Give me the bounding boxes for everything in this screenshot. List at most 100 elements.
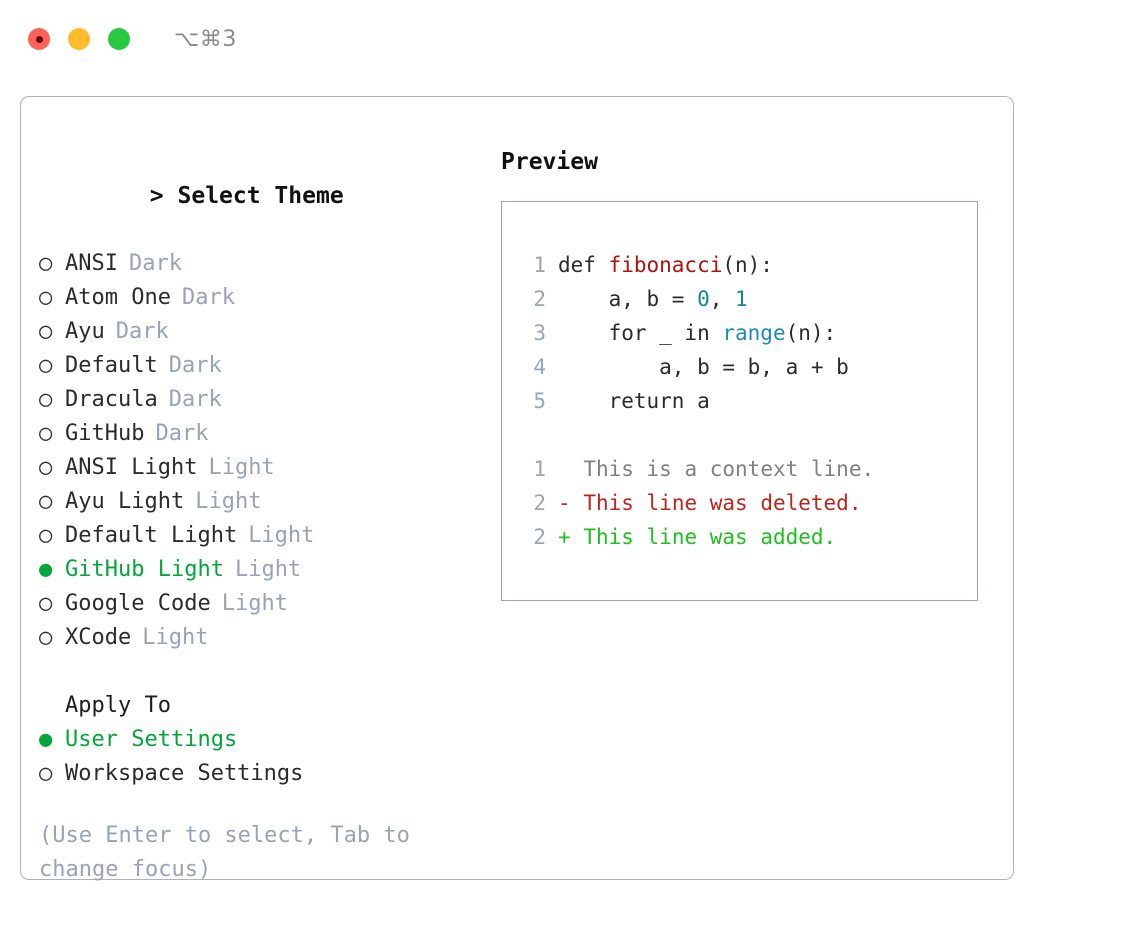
radio-selected-icon[interactable]: ● [39, 557, 53, 582]
theme-list-item[interactable]: ○ Atom One Dark [39, 281, 499, 315]
theme-item-label: GitHub Light [65, 557, 224, 582]
diff-gap [571, 452, 584, 486]
theme-item-label: Default Light [65, 523, 238, 548]
theme-list-item[interactable]: ○ Default Dark [39, 349, 499, 383]
radio-unselected-icon[interactable]: ○ [39, 353, 53, 378]
code-token-number: 0 [697, 287, 710, 311]
theme-picker-title: > Select Theme [39, 145, 499, 247]
minimize-button[interactable] [68, 28, 90, 50]
diff-text: This line was added. [583, 525, 837, 549]
code-token-plain: def [558, 253, 609, 277]
theme-item-label: Ayu [65, 319, 105, 344]
line-number: 1 [533, 457, 546, 481]
theme-item-kind-badge: Dark [115, 319, 169, 344]
theme-item-label: Dracula [65, 387, 158, 412]
apply-to-item-label: User Settings [65, 727, 238, 752]
apply-to-list: ● User Settings ○ Workspace Settings [39, 723, 499, 791]
radio-unselected-icon[interactable]: ○ [39, 591, 53, 616]
code-line: 2 a, b = 0, 1 [502, 282, 977, 316]
apply-to-item-label: Workspace Settings [65, 761, 304, 786]
theme-item-kind-badge: Light [142, 625, 209, 650]
code-line: 4 a, b = b, a + b [502, 350, 977, 384]
radio-unselected-icon[interactable]: ○ [39, 455, 53, 480]
theme-item-kind-badge: Dark [168, 353, 222, 378]
theme-picker-title-text: Select Theme [177, 183, 344, 209]
diff-line: 2- This line was deleted. [502, 486, 977, 520]
theme-item-label: Atom One [65, 285, 171, 310]
line-number: 4 [533, 355, 546, 379]
apply-to-title: Apply To [65, 693, 171, 718]
radio-unselected-icon[interactable]: ○ [39, 285, 53, 310]
theme-list-item[interactable]: ○ Default Light Light [39, 519, 499, 553]
radio-unselected-icon[interactable]: ○ [39, 421, 53, 446]
diff-sign: - [558, 491, 571, 515]
line-number: 2 [533, 491, 546, 515]
radio-unselected-icon[interactable]: ○ [39, 319, 53, 344]
code-line: 5 return a [502, 384, 977, 418]
maximize-button[interactable] [108, 28, 130, 50]
close-button[interactable] [28, 28, 50, 50]
code-token-plain: a, b = [558, 287, 698, 311]
theme-list-item[interactable]: ○ GitHub Dark [39, 417, 499, 451]
prompt-caret-icon: > [149, 183, 164, 209]
code-token-call: range [722, 321, 786, 345]
radio-unselected-icon[interactable]: ○ [39, 387, 53, 412]
theme-item-label: ANSI [65, 251, 118, 276]
radio-unselected-icon[interactable]: ○ [39, 489, 53, 514]
line-number: 2 [533, 525, 546, 549]
theme-item-kind-badge: Light [248, 523, 315, 548]
theme-list-item[interactable]: ○ Dracula Dark [39, 383, 499, 417]
diff-text: This is a context line. [583, 457, 875, 481]
code-token-plain: a, b = b, a + b [558, 355, 849, 379]
theme-item-label: ANSI Light [65, 455, 198, 480]
radio-selected-icon[interactable]: ● [39, 727, 53, 752]
line-number: 5 [533, 389, 546, 413]
theme-list-item[interactable]: ○ XCode Light [39, 621, 499, 655]
code-diff-separator [502, 418, 977, 452]
keyboard-hint-text: (Use Enter to select, Tab to change focu… [39, 823, 424, 882]
apply-to-item[interactable]: ● User Settings [39, 723, 499, 757]
theme-item-kind-badge: Light [208, 455, 275, 480]
list-spacer [39, 655, 499, 689]
theme-item-label: GitHub [65, 421, 145, 446]
code-token-plain: return a [558, 389, 710, 413]
theme-item-kind-badge: Dark [168, 387, 222, 412]
theme-item-kind-badge: Light [234, 557, 302, 582]
diff-sign: + [558, 525, 571, 549]
theme-list-item[interactable]: ○ ANSI Light Light [39, 451, 499, 485]
theme-list-item[interactable]: ● GitHub Light Light [39, 553, 499, 587]
code-token-plain: , [709, 287, 736, 311]
code-token-plain: (n): [722, 253, 773, 277]
radio-unselected-icon[interactable]: ○ [39, 625, 53, 650]
radio-unselected-icon[interactable]: ○ [39, 523, 53, 548]
theme-item-kind-badge: Dark [128, 251, 182, 276]
preview-title: Preview [501, 149, 598, 175]
diff-gap [571, 486, 584, 520]
theme-item-kind-badge: Light [221, 591, 288, 616]
radio-unselected-icon[interactable]: ○ [39, 251, 53, 276]
radio-unselected-icon[interactable]: ○ [39, 761, 53, 786]
diff-sample: 1 This is a context line. 2- This line wa… [502, 452, 977, 554]
theme-item-kind-badge: Dark [181, 285, 235, 310]
theme-list-item[interactable]: ○ ANSI Dark [39, 247, 499, 281]
theme-item-label: XCode [65, 625, 132, 650]
diff-text: This line was deleted. [583, 491, 862, 515]
keyboard-shortcut-label: ⌥⌘3 [174, 26, 237, 52]
apply-to-item[interactable]: ○ Workspace Settings [39, 757, 499, 791]
window-controls [28, 28, 130, 50]
theme-item-label: Default [65, 353, 158, 378]
theme-item-label: Ayu Light [65, 489, 185, 514]
code-token-function: fibonacci [608, 253, 723, 277]
theme-list-item[interactable]: ○ Ayu Dark [39, 315, 499, 349]
theme-item-kind-badge: Dark [155, 421, 209, 446]
